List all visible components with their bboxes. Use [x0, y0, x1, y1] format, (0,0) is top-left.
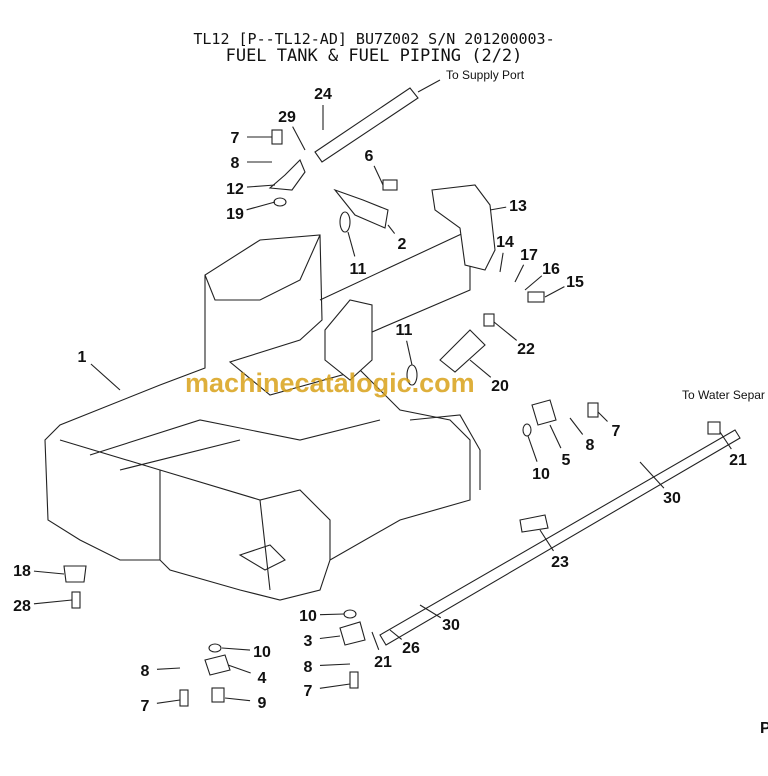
callout-10: 10 [253, 644, 271, 661]
callout-4: 4 [258, 670, 267, 687]
leader-line [549, 424, 562, 449]
leader-line [544, 286, 565, 298]
leader-line [156, 699, 181, 704]
watermark: machinecatalogic.com [185, 368, 475, 398]
leader-line [347, 231, 356, 257]
callout-8: 8 [141, 663, 150, 680]
leader-line [527, 435, 538, 462]
note-to-supply-port: To Supply Port [446, 68, 525, 82]
callout-13: 13 [509, 198, 527, 215]
leader-line [319, 683, 351, 689]
callout-17: 17 [520, 247, 538, 264]
callout-6: 6 [365, 148, 374, 165]
leader-line [493, 321, 518, 341]
callout-30: 30 [442, 617, 460, 634]
leader-line [489, 206, 507, 211]
callout-19: 19 [226, 206, 244, 223]
callout-8: 8 [231, 155, 240, 172]
callout-24: 24 [314, 86, 332, 103]
callout-29: 29 [278, 109, 296, 126]
leader-line [319, 635, 341, 640]
leader-line [389, 629, 403, 640]
leader-line [90, 363, 121, 391]
callout-9: 9 [258, 695, 267, 712]
leader-line [524, 275, 543, 291]
callout-18: 18 [13, 563, 31, 580]
leader-line [156, 667, 181, 670]
leader-line [406, 340, 413, 366]
callout-14: 14 [496, 234, 514, 251]
leader-line [33, 599, 73, 605]
callout-12: 12 [226, 181, 244, 198]
callout-21: 21 [729, 452, 747, 469]
leader-line [639, 461, 665, 489]
callout-7: 7 [231, 130, 240, 147]
diagram-title: FUEL TANK & FUEL PIPING (2/2) [225, 46, 523, 66]
callout-30: 30 [663, 490, 681, 507]
callout-28: 28 [13, 598, 31, 615]
callout-8: 8 [304, 659, 313, 676]
callout-7: 7 [612, 423, 621, 440]
callout-3: 3 [304, 633, 313, 650]
leader-line [319, 613, 345, 616]
callout-5: 5 [562, 452, 571, 469]
callout-8: 8 [586, 437, 595, 454]
leader-line [469, 359, 492, 378]
callout-16: 16 [542, 261, 560, 278]
callout-15: 15 [566, 274, 584, 291]
callout-7: 7 [304, 683, 313, 700]
leader-line [597, 411, 608, 422]
callout-10: 10 [532, 466, 550, 483]
leader-line [33, 570, 65, 575]
leader-line [292, 126, 306, 151]
leader-line [224, 697, 251, 702]
leader-line [719, 431, 732, 450]
leader-line [246, 184, 276, 188]
callout-21: 21 [374, 654, 392, 671]
fuel-tank [44, 229, 481, 601]
callout-22: 22 [517, 341, 535, 358]
leader-line [419, 604, 442, 619]
leader-line [319, 663, 351, 666]
callout-11: 11 [350, 261, 367, 278]
callout-2: 2 [398, 236, 407, 253]
leader-line [569, 417, 584, 435]
leader-line [539, 529, 554, 552]
leader-line [514, 264, 525, 283]
callout-26: 26 [402, 640, 420, 657]
leader-line [221, 647, 251, 651]
page-marker: P [760, 720, 768, 737]
leader-line [387, 224, 396, 234]
leader-line [227, 664, 251, 674]
model-line: TL12 [P--TL12-AD] BU7Z002 S/N 201200003- [193, 30, 555, 48]
callout-23: 23 [551, 554, 569, 571]
callout-20: 20 [491, 378, 509, 395]
leader-lines [33, 105, 732, 704]
leader-line [499, 252, 504, 273]
fuel-piping [63, 79, 741, 707]
leader-line [246, 201, 276, 211]
callout-11: 11 [396, 322, 413, 339]
note-to-water-separator: To Water Separ [682, 388, 765, 402]
callout-7: 7 [141, 698, 150, 715]
leader-line [373, 165, 384, 186]
callout-10: 10 [299, 608, 317, 625]
leader-line [371, 631, 380, 650]
callout-1: 1 [78, 349, 87, 366]
